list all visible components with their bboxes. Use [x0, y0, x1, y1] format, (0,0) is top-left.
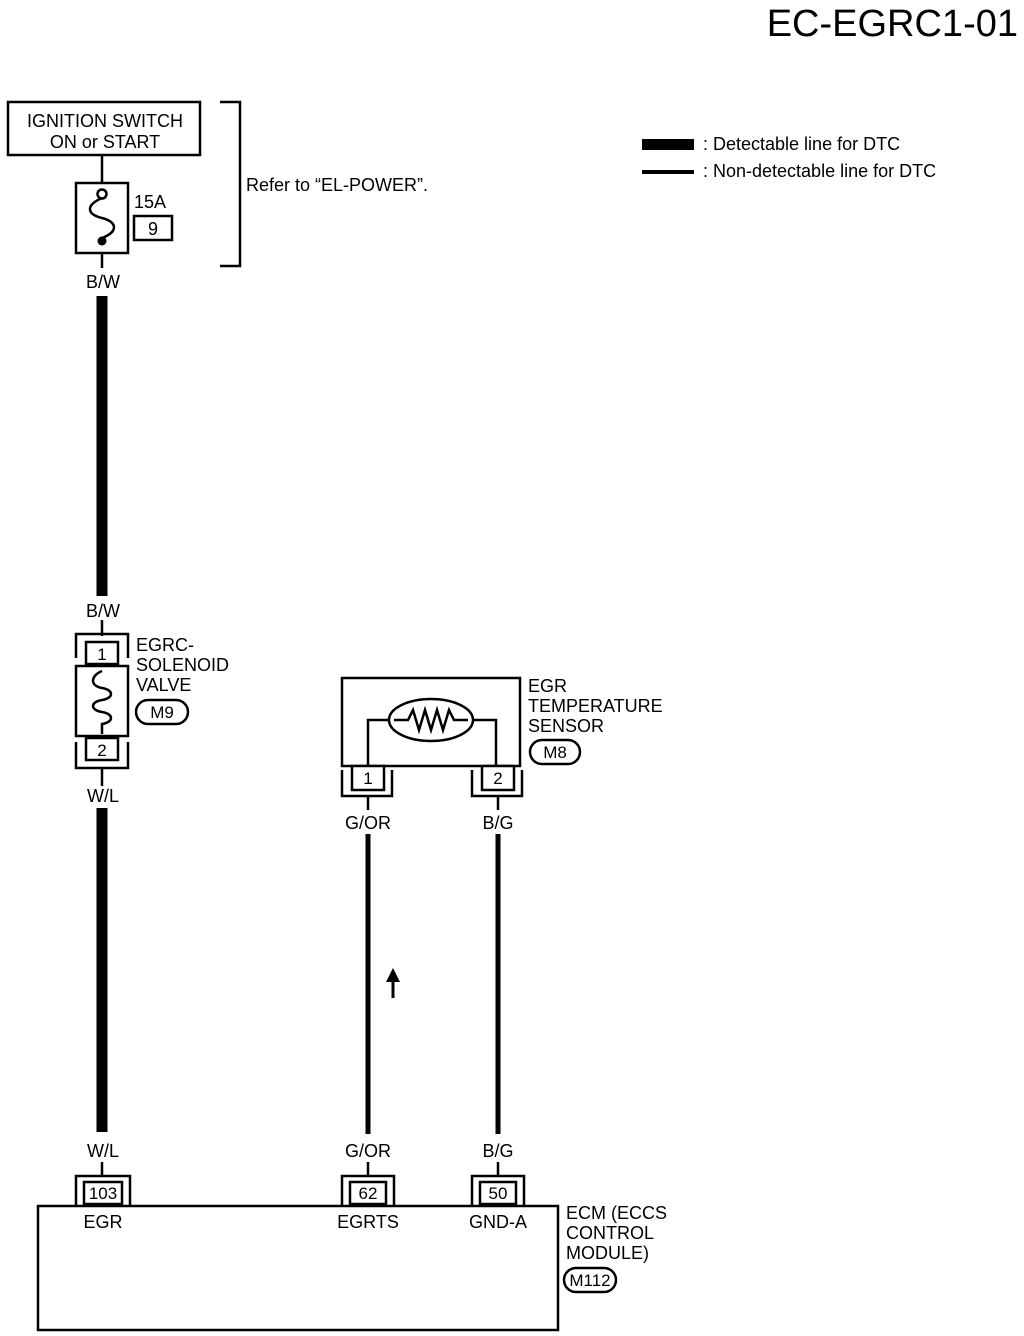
ecm-terminal-egrts: EGRTS	[337, 1212, 399, 1232]
ecm-pin-103-box	[82, 1180, 124, 1206]
egrc-pin-bottom: 2	[97, 741, 106, 760]
ecm-connector-id-box	[562, 1266, 618, 1294]
legend-thick-line-swatch	[642, 139, 694, 150]
egr-sensor-label-line2: TEMPERATURE	[528, 696, 663, 716]
ecm-pin-62-box	[348, 1180, 388, 1206]
ignition-switch: IGNITION SWITCH ON or START	[6, 100, 202, 157]
egrc-label-line1: EGRC-	[136, 635, 194, 655]
ecm-bracket-62	[340, 1174, 396, 1206]
egr-sensor-label-line3: SENSOR	[528, 716, 604, 736]
legend: : Detectable line for DTC : Non-detectab…	[642, 134, 936, 181]
egr-temperature-sensor: 1 2 EGR TEMPERATURE SENSOR M8	[340, 676, 663, 798]
thermistor-icon	[387, 697, 475, 743]
ecm-label-line1: ECM (ECCS	[566, 1203, 667, 1223]
egrc-pin-top: 1	[97, 645, 106, 664]
egrc-label-line3: VALVE	[136, 675, 191, 695]
egrc-solenoid-valve: 1 2 EGRC- SOLENOID VALVE M9	[74, 632, 229, 770]
wire-label-gor-bottom: G/OR	[345, 1141, 391, 1161]
egr-sensor-label-line1: EGR	[528, 676, 567, 696]
fuse-rating: 15A	[134, 192, 166, 212]
egrc-pin-top-box	[84, 640, 120, 666]
ecm-bracket-50	[470, 1174, 526, 1206]
wire-label-wl-bottom: W/L	[87, 1141, 119, 1161]
fuse-number-box	[132, 214, 174, 242]
ecm-pin-50: 50	[489, 1184, 508, 1203]
egrc-connector-id-box	[134, 698, 190, 726]
wire-label-bg-bottom: B/G	[482, 1141, 513, 1161]
legend-non-detectable-text: : Non-detectable line for DTC	[703, 161, 936, 181]
fuse-number: 9	[148, 219, 158, 239]
signal-direction-arrow-icon	[386, 968, 400, 998]
wire-label-bg-top: B/G	[482, 813, 513, 833]
legend-detectable-text: : Detectable line for DTC	[703, 134, 900, 154]
egrc-pin-bottom-box	[84, 736, 120, 762]
wire-label-gor-top: G/OR	[345, 813, 391, 833]
ecm-pin-62: 62	[359, 1184, 378, 1203]
ignition-switch-line1: IGNITION SWITCH	[27, 111, 183, 131]
power-bracket	[220, 100, 242, 268]
ignition-switch-box	[6, 100, 202, 157]
page-code: EC-EGRC1-01	[767, 3, 1018, 45]
fuse: 15A 9	[74, 155, 174, 268]
ecm-terminal-gnd-a: GND-A	[469, 1212, 527, 1232]
fuse-element-icon	[88, 196, 116, 240]
ecm-bracket-103	[74, 1174, 132, 1206]
ignition-switch-line2: ON or START	[50, 132, 160, 152]
resistor-zigzag-icon	[394, 705, 468, 735]
ecm-connector-id: M112	[569, 1271, 610, 1290]
ecm-terminal-egr: EGR	[83, 1212, 122, 1232]
egr-sensor-pin-right-box	[480, 764, 516, 792]
egrc-connector-bracket-top	[74, 632, 130, 658]
egrc-label-line2: SOLENOID	[136, 655, 229, 675]
egr-sensor-connector-id: M8	[543, 743, 567, 762]
ecm-label-line3: MODULE)	[566, 1243, 649, 1263]
egr-sensor-connector-id-box	[528, 738, 582, 766]
ecm-pin-50-box	[478, 1180, 518, 1206]
egr-sensor-pin-left: 1	[363, 769, 372, 788]
ecm-body	[36, 1204, 560, 1332]
wire-label-wl-top: W/L	[87, 786, 119, 806]
egrc-connector-id: M9	[150, 703, 174, 722]
solenoid-coil-icon	[91, 669, 113, 734]
ecm-label-line2: CONTROL	[566, 1223, 654, 1243]
egr-sensor-pin-left-box	[350, 764, 386, 792]
ecm: 103 EGR 62 EGRTS 50 GND-A ECM (ECCS CONT…	[36, 1174, 667, 1332]
refer-note: Refer to “EL-POWER”.	[246, 175, 428, 195]
wire-label-bw-top: B/W	[86, 272, 120, 292]
egr-sensor-pin-right: 2	[493, 769, 502, 788]
wire-label-bw-bottom: B/W	[86, 601, 120, 621]
ecm-pin-103: 103	[89, 1184, 117, 1203]
